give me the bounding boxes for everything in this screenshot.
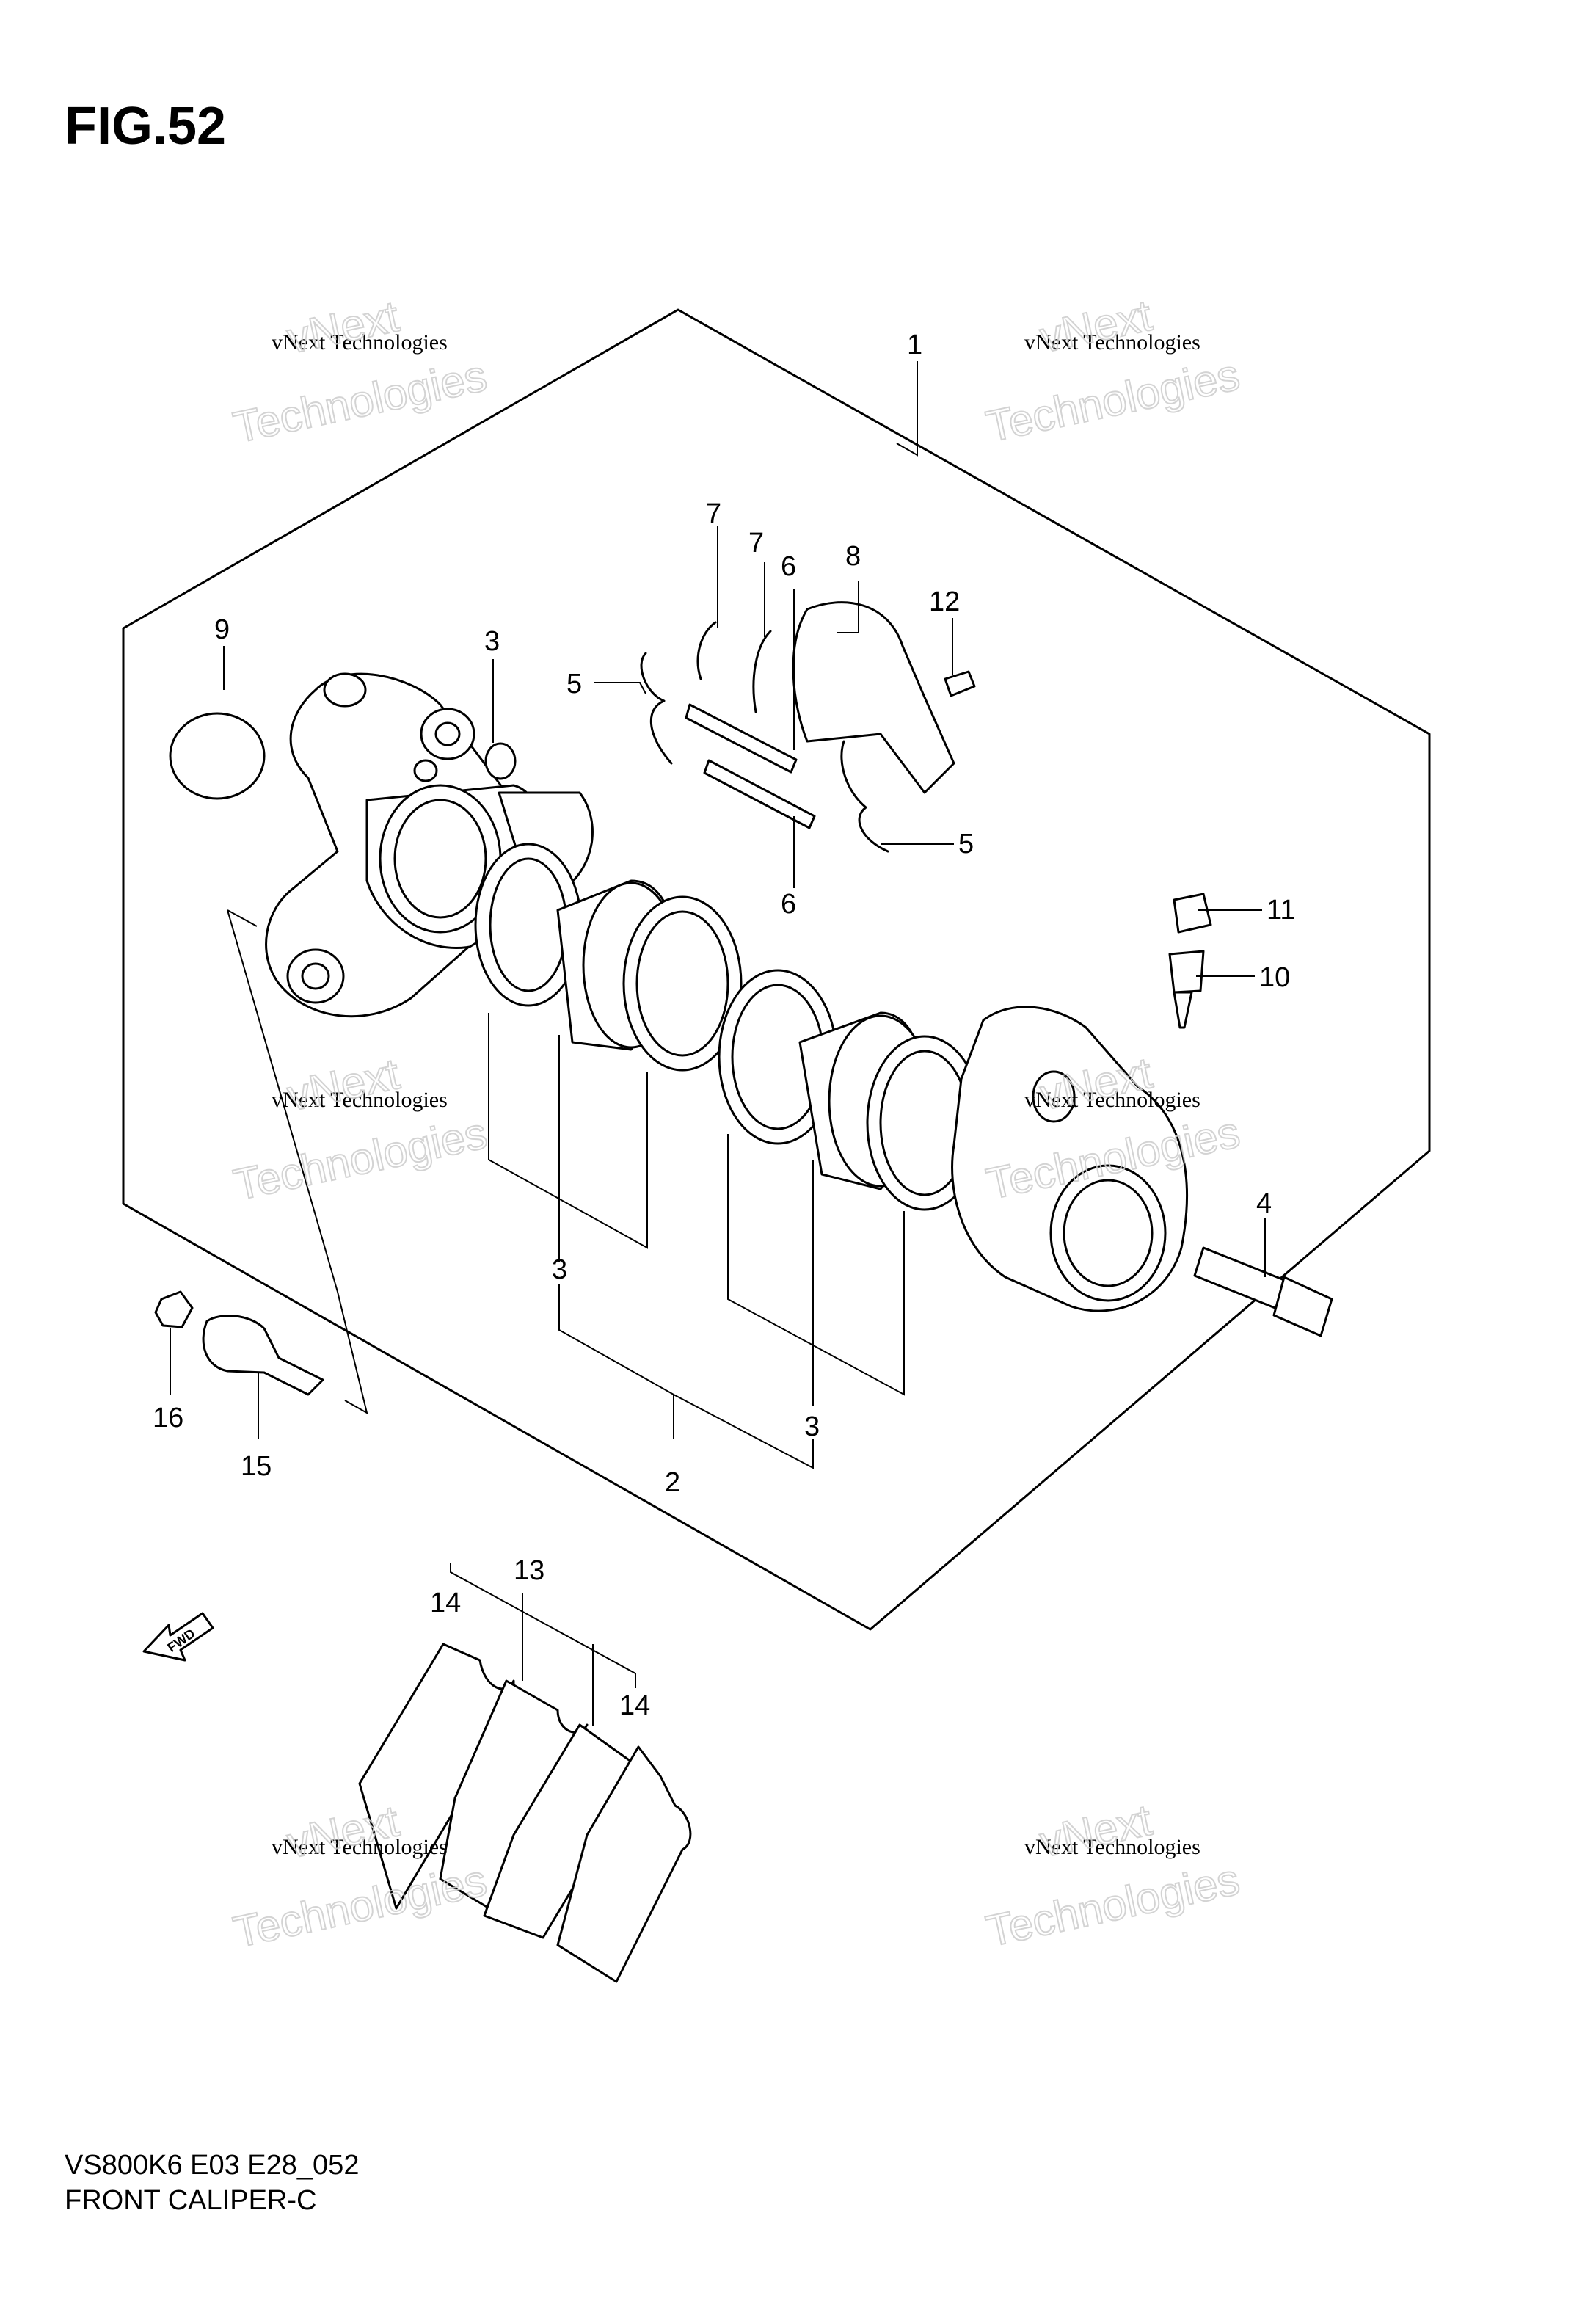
- piston-set-lower: [718, 969, 983, 1211]
- forward-direction-arrow-icon: FWD: [142, 1612, 214, 1662]
- callout-7-right: 7: [748, 528, 764, 559]
- callout-2: 2: [665, 1467, 680, 1498]
- callout-16: 16: [153, 1403, 183, 1433]
- figure-title: FIG.52: [65, 97, 226, 156]
- callout-11: 11: [1267, 895, 1295, 926]
- watermark-top-right: vNext Technologies vNext Technologies: [981, 290, 1245, 452]
- figure-name: FRONT CALIPER-C: [65, 2185, 316, 2216]
- callout-3-lower: 3: [804, 1411, 820, 1442]
- svg-text:Technologies: Technologies: [230, 1108, 492, 1210]
- callout-10: 10: [1259, 962, 1290, 993]
- callout-1: 1: [907, 330, 922, 360]
- brake-pad-set: [358, 1563, 692, 1983]
- callout-15: 15: [241, 1451, 272, 1482]
- washer-part: [484, 742, 517, 780]
- bleeder-parts: [1168, 893, 1212, 1029]
- cap-part: [169, 712, 266, 800]
- mounting-bolt: [1193, 1246, 1333, 1337]
- callout-5-right: 5: [958, 829, 974, 859]
- pad-springs: [640, 652, 889, 853]
- leader-lines: [170, 361, 1266, 1469]
- watermark-top-left: vNext Technologies vNext Technologies: [228, 291, 492, 453]
- screw-part: [944, 670, 976, 697]
- callout-4: 4: [1256, 1188, 1272, 1219]
- svg-text:Technologies: Technologies: [229, 351, 491, 452]
- pin-clips: [696, 621, 772, 713]
- callout-7-left: 7: [706, 498, 721, 529]
- caliper-left-half: [265, 672, 594, 1018]
- svg-text:vNext Technologies: vNext Technologies: [272, 1088, 448, 1112]
- assembly-outline: [122, 308, 1431, 1631]
- callout-13: 13: [514, 1555, 544, 1586]
- callout-9: 9: [214, 614, 230, 645]
- watermark-bottom-right: vNext Technologies vNext Technologies: [981, 1795, 1245, 1957]
- svg-text:Technologies: Technologies: [982, 350, 1244, 451]
- callout-6-top: 6: [781, 551, 796, 582]
- slide-pin-parts: [154, 1290, 324, 1396]
- svg-text:vNext Technologies: vNext Technologies: [272, 1835, 448, 1859]
- callout-3-washer: 3: [484, 626, 500, 657]
- callout-6-bottom: 6: [781, 889, 796, 920]
- svg-text:Technologies: Technologies: [229, 1855, 491, 1957]
- pad-cover-part: [792, 601, 955, 794]
- callout-14-left: 14: [430, 1588, 461, 1618]
- svg-text:vNext Technologies: vNext Technologies: [1024, 1835, 1200, 1859]
- svg-text:vNext Technologies: vNext Technologies: [1024, 330, 1200, 355]
- callout-14-right: 14: [619, 1690, 650, 1721]
- svg-text:vNext Technologies: vNext Technologies: [272, 330, 448, 355]
- callout-3-upper: 3: [552, 1254, 567, 1285]
- svg-text:Technologies: Technologies: [982, 1855, 1244, 1956]
- figure-code: VS800K6 E03 E28_052: [65, 2150, 359, 2181]
- watermark-mid-left: vNext Technologies vNext Technologies: [229, 1048, 492, 1210]
- caliper-right-half: [951, 1006, 1188, 1312]
- callout-8: 8: [845, 541, 861, 572]
- pad-pins: [685, 703, 816, 829]
- svg-text:vNext Technologies: vNext Technologies: [1024, 1088, 1200, 1112]
- callout-12: 12: [929, 586, 960, 617]
- piston-set-upper: [474, 843, 743, 1072]
- callout-5-left: 5: [566, 669, 582, 699]
